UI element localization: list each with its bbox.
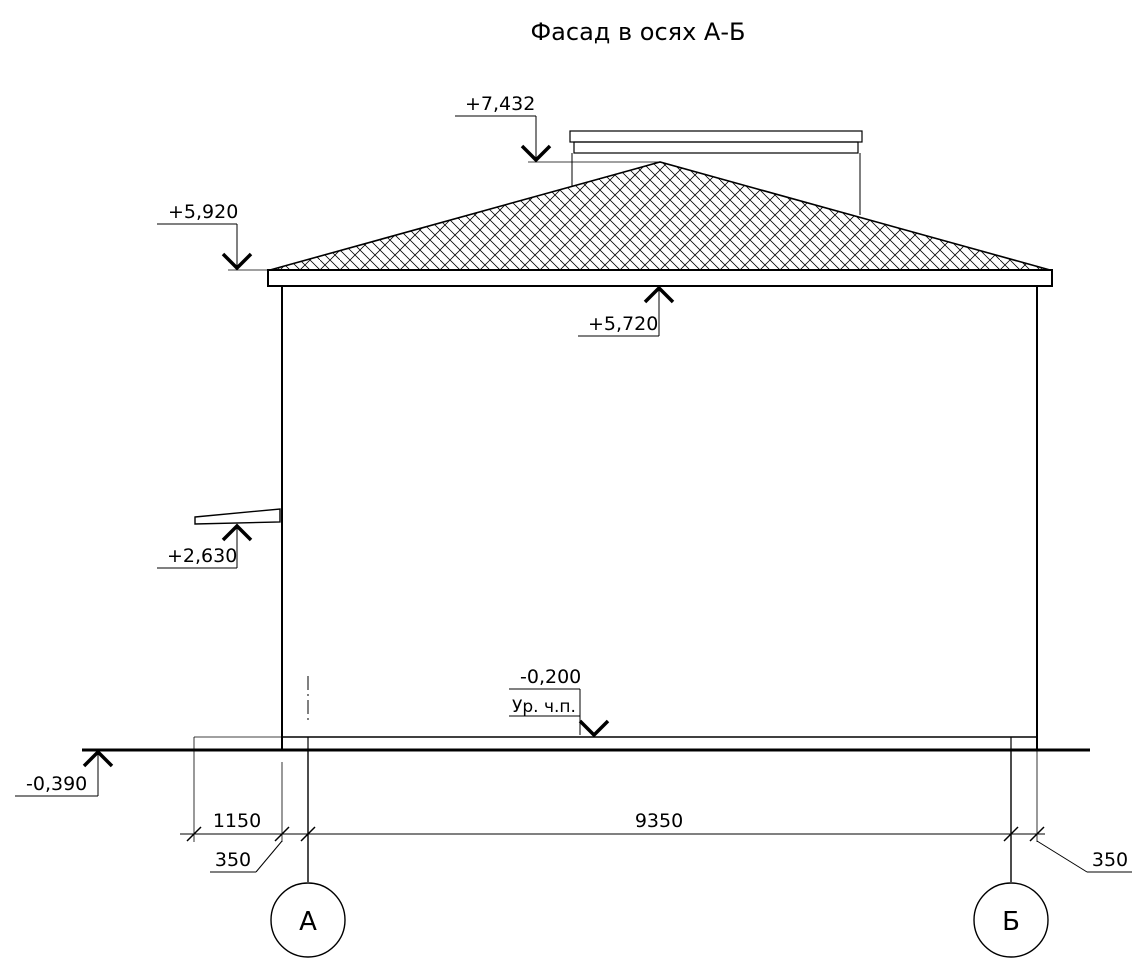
dimension-line: 1150 9350 (180, 810, 1045, 842)
wall-thickness-left: 350 (210, 840, 283, 873)
elevation-eaves-soffit: +5,720 (578, 285, 675, 337)
drawing-title: Фасад в осях А-Б (531, 18, 746, 46)
dimension-1150: 1150 (213, 810, 261, 832)
elevation-eaves: +5,920 (157, 201, 270, 271)
elevation-ground: -0,390 (15, 749, 114, 797)
axis-b: Б (973, 750, 1049, 958)
roof-vent (569, 130, 863, 215)
elevation-ridge: +7,432 (455, 93, 660, 163)
svg-text:-0,390: -0,390 (26, 773, 87, 795)
axis-a-label: А (299, 907, 317, 937)
building-walls (281, 286, 1038, 750)
dimension-9350: 9350 (635, 810, 683, 832)
wall-thickness-right: 350 (1036, 840, 1132, 873)
svg-text:350: 350 (215, 849, 251, 871)
canopy (194, 508, 281, 525)
svg-text:+7,432: +7,432 (465, 93, 535, 115)
axis-a: А (270, 750, 346, 958)
svg-text:+5,920: +5,920 (168, 201, 238, 223)
svg-text:-0,200: -0,200 (520, 666, 581, 688)
eaves-board (267, 269, 1053, 287)
elevation-canopy: +2,630 (157, 523, 253, 569)
axis-b-label: Б (1002, 907, 1020, 937)
elevation-floor: -0,200 Ур. ч.п. (509, 666, 610, 738)
svg-text:+5,720: +5,720 (588, 313, 658, 335)
extension-lines (193, 736, 1038, 842)
svg-text:+2,630: +2,630 (167, 545, 237, 567)
svg-text:Ур. ч.п.: Ур. ч.п. (512, 697, 576, 717)
roof (269, 161, 1051, 271)
svg-text:350: 350 (1092, 849, 1128, 871)
